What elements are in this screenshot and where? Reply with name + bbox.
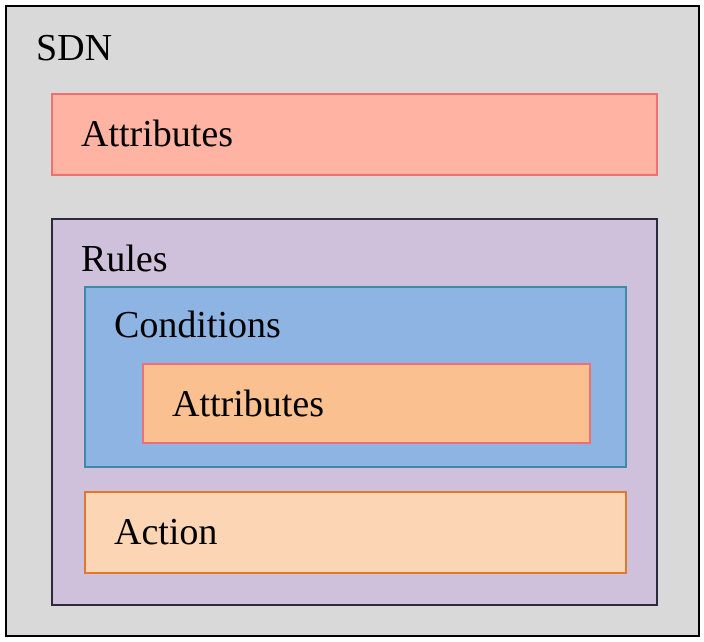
sdn-label: SDN [36, 27, 113, 69]
rules-container: Rules Conditions Attributes Action [51, 218, 658, 606]
condition-attributes-box: Attributes [142, 363, 591, 444]
attributes-box: Attributes [51, 93, 658, 176]
conditions-label: Conditions [114, 304, 281, 346]
rules-label: Rules [81, 238, 168, 280]
conditions-container: Conditions Attributes [84, 286, 627, 468]
sdn-container: SDN Attributes Rules Conditions Attribut… [5, 5, 700, 637]
condition-attributes-label: Attributes [172, 383, 324, 425]
action-label: Action [114, 511, 218, 553]
action-box: Action [84, 491, 627, 574]
attributes-label: Attributes [81, 113, 233, 155]
